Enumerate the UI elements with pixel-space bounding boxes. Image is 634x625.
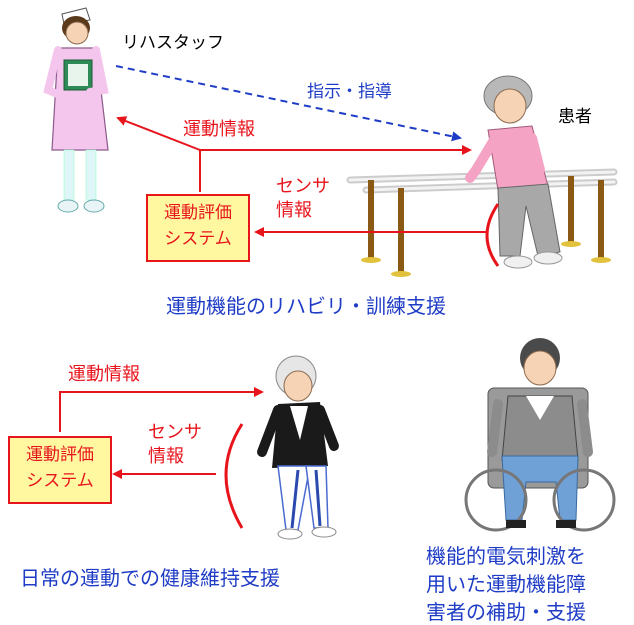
instruction-label: 指示・指導 — [307, 82, 392, 102]
caption-top: 運動機能のリハビリ・訓練支援 — [166, 294, 446, 318]
rehab-staff-label: リハスタッフ — [122, 33, 224, 53]
caption-bottom-right-2: 用いた運動機能障 — [426, 572, 586, 596]
walking-man-figure — [257, 355, 339, 540]
eval-system-label-bottom-1: 運動評価 — [26, 445, 94, 465]
parallel-bars — [346, 168, 618, 277]
sensor-info-label-bottom-2: 情報 — [148, 446, 184, 467]
wheelchair-user-figure — [464, 338, 616, 532]
caption-bottom-right-1: 機能的電気刺激を — [426, 544, 586, 568]
eval-system-box-top: 運動評価 システム — [146, 194, 250, 262]
eval-system-box-bottom: 運動評価 システム — [8, 436, 112, 504]
caption-bottom-right-3: 害者の補助・支援 — [426, 600, 586, 624]
patient-label: 患者 — [558, 107, 592, 127]
sensor-info-label-top-2: 情報 — [276, 200, 312, 221]
instruction-arrow — [115, 65, 462, 142]
patient-figure — [465, 75, 563, 269]
motion-info-label-top: 運動情報 — [183, 119, 255, 140]
eval-system-label-top-2: システム — [164, 229, 232, 249]
sensor-info-label-bottom-1: センサ — [148, 422, 202, 443]
sensor-arc-bottom — [224, 423, 244, 529]
motion-info-label-bottom: 運動情報 — [68, 364, 140, 385]
motion-info-arrow-bottom — [59, 387, 264, 432]
sensor-arc-top — [485, 203, 500, 267]
caption-bottom-left: 日常の運動での健康維持支援 — [20, 566, 280, 590]
eval-system-label-top-1: 運動評価 — [164, 203, 232, 223]
eval-system-label-bottom-2: システム — [26, 471, 94, 491]
sensor-info-label-top-1: センサ — [276, 176, 330, 197]
rehab-staff-figure — [43, 7, 109, 213]
